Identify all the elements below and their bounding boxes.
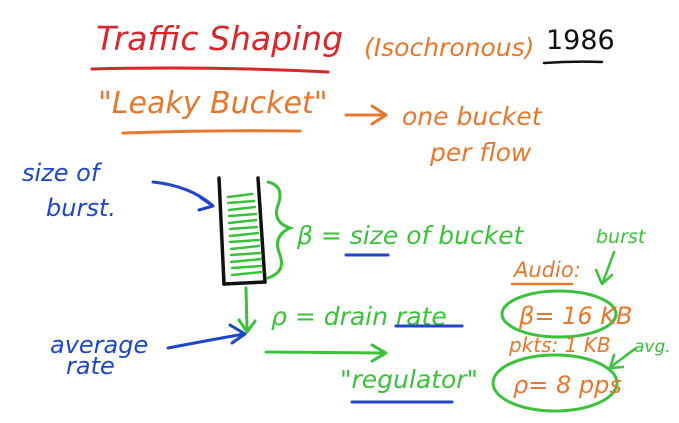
beta-value-oval (500, 289, 618, 339)
avg-note-arrow (608, 346, 638, 370)
title-underline (90, 66, 330, 74)
audio-label: Audio: (512, 258, 581, 282)
year-underline (542, 60, 604, 65)
beta-value-text: β= 16 KB (518, 302, 632, 330)
burst-note-arrow (594, 250, 616, 286)
regulator-text: "regulator" (340, 365, 478, 394)
title-text: Traffic Shaping (96, 19, 343, 58)
rho-value-text: ρ= 8 pps (513, 371, 622, 399)
leaky-bucket-text: "Leaky Bucket" (98, 86, 328, 121)
avg-note: avg. (634, 337, 671, 357)
beta-formula: β = size of bucket (296, 221, 525, 250)
subtitle-text: (Isochronous) (364, 33, 534, 62)
rate-text: rate (66, 352, 115, 380)
bucket-drawing (217, 176, 295, 334)
rho-value-oval (491, 353, 619, 413)
rate-arrow (166, 323, 247, 350)
size-of-text: size of (22, 159, 103, 187)
year-text: 1986 (546, 25, 615, 56)
average-text: average (50, 331, 148, 359)
per-flow-text: per flow (429, 138, 532, 167)
leaky-arrow (344, 104, 388, 126)
pkts-value-text: pkts: 1 KB (508, 333, 611, 357)
leaky-bucket-underline (121, 129, 302, 135)
burst-arrow (151, 180, 215, 212)
burst-note: burst (596, 226, 647, 248)
one-bucket-text: one bucket (402, 102, 543, 131)
burst-text: burst. (46, 194, 116, 222)
regulator-arrow (264, 343, 388, 363)
